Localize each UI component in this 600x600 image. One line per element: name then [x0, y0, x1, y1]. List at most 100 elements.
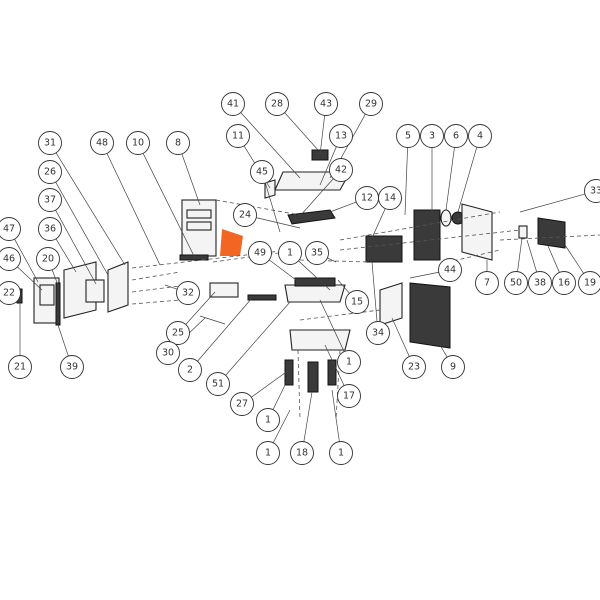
leader-line: [564, 244, 584, 274]
leader-line: [517, 237, 523, 272]
leader-line: [439, 344, 448, 358]
callout-12: 12: [355, 186, 379, 210]
callout-11: 11: [226, 124, 250, 148]
callout-label: 25: [172, 328, 184, 339]
leader-line: [404, 147, 408, 216]
highlighted-panel: [220, 229, 243, 256]
callout-circle: [290, 441, 314, 465]
rod: [199, 315, 226, 325]
callout-9: 9: [441, 355, 465, 379]
callout-label: 32: [182, 288, 194, 299]
callout-circle: [329, 124, 353, 148]
callout-circle: [278, 241, 302, 265]
leg: [284, 359, 294, 386]
callout-circle: [166, 131, 190, 155]
callout-22: 22: [0, 281, 21, 305]
callout-1: 1: [337, 350, 361, 374]
callout-circle: [337, 350, 361, 374]
callout-label: 37: [44, 195, 56, 206]
leader-line: [185, 291, 216, 325]
callout-label: 43: [320, 99, 332, 110]
callout-28: 28: [265, 92, 289, 116]
callout-7: 7: [475, 271, 499, 295]
leader-line: [319, 299, 345, 352]
leader-line: [299, 178, 334, 217]
callout-circle: [166, 321, 190, 345]
callout-circle: [552, 271, 576, 295]
callout-circle: [90, 131, 114, 155]
callout-circle: [468, 124, 492, 148]
callout-label: 18: [296, 448, 308, 459]
callout-label: 5: [405, 131, 411, 142]
callout-label: 13: [335, 131, 347, 142]
callout-1: 1: [256, 441, 280, 465]
ash-lip: [179, 254, 209, 261]
callout-47: 47: [0, 217, 21, 241]
callout-circle: [0, 247, 21, 271]
callout-1: 1: [329, 441, 353, 465]
leader-line: [106, 153, 161, 266]
leader-line: [319, 115, 326, 156]
callout-label: 7: [484, 278, 490, 289]
callout-label: 28: [271, 99, 283, 110]
callout-label: 48: [96, 138, 108, 149]
callout-circle: [337, 384, 361, 408]
callout-13: 13: [329, 124, 353, 148]
callout-15: 15: [345, 290, 369, 314]
leader-line: [324, 344, 345, 386]
callout-circle: [378, 186, 402, 210]
callout-circle: [250, 160, 274, 184]
callout-circle: [438, 258, 462, 282]
callout-circle: [359, 92, 383, 116]
callout-circle: [38, 131, 62, 155]
callout-circle: [256, 441, 280, 465]
callout-circle: [221, 92, 245, 116]
leader-line: [329, 201, 357, 213]
callout-label: 17: [343, 391, 355, 402]
callout-label: 10: [132, 138, 144, 149]
callout-circle: [329, 441, 353, 465]
callout-38: 38: [528, 271, 552, 295]
callout-circle: [329, 158, 353, 182]
callout-label: 24: [239, 210, 251, 221]
clip: [518, 225, 528, 239]
callout-circle: [402, 355, 426, 379]
callout-39: 39: [60, 355, 84, 379]
callout-circle: [314, 92, 338, 116]
leader-line: [298, 260, 331, 291]
callout-34: 34: [366, 321, 390, 345]
callout-circle: [265, 92, 289, 116]
leader-line: [55, 209, 97, 285]
callout-label: 30: [162, 348, 174, 359]
front-slot-2: [186, 221, 212, 231]
leader-line: [284, 112, 319, 151]
leader-line: [55, 238, 77, 273]
rear-grille: [365, 235, 403, 263]
callout-2: 2: [178, 358, 202, 382]
ring: [440, 209, 452, 227]
callout-44: 44: [438, 258, 462, 282]
flue-outlet: [537, 217, 566, 249]
callout-label: 1: [287, 248, 293, 259]
callout-label: 51: [212, 379, 224, 390]
callout-label: 1: [346, 357, 352, 368]
callout-circle: [230, 392, 254, 416]
callout-16: 16: [552, 271, 576, 295]
callout-label: 35: [311, 248, 323, 259]
callout-circle: [176, 281, 200, 305]
callout-circle: [233, 203, 257, 227]
leader-line: [319, 146, 337, 186]
rear-plate: [461, 203, 493, 261]
leader-line: [337, 279, 350, 294]
callout-48: 48: [90, 131, 114, 155]
callout-31: 31: [38, 131, 62, 155]
callout-label: 1: [265, 415, 271, 426]
callout-32: 32: [176, 281, 200, 305]
callout-label: 15: [351, 297, 363, 308]
callout-label: 33: [590, 186, 600, 197]
grate: [209, 282, 239, 298]
leader-line: [14, 238, 39, 283]
callout-circle: [345, 290, 369, 314]
callout-label: 1: [265, 448, 271, 459]
callout-3: 3: [420, 124, 444, 148]
